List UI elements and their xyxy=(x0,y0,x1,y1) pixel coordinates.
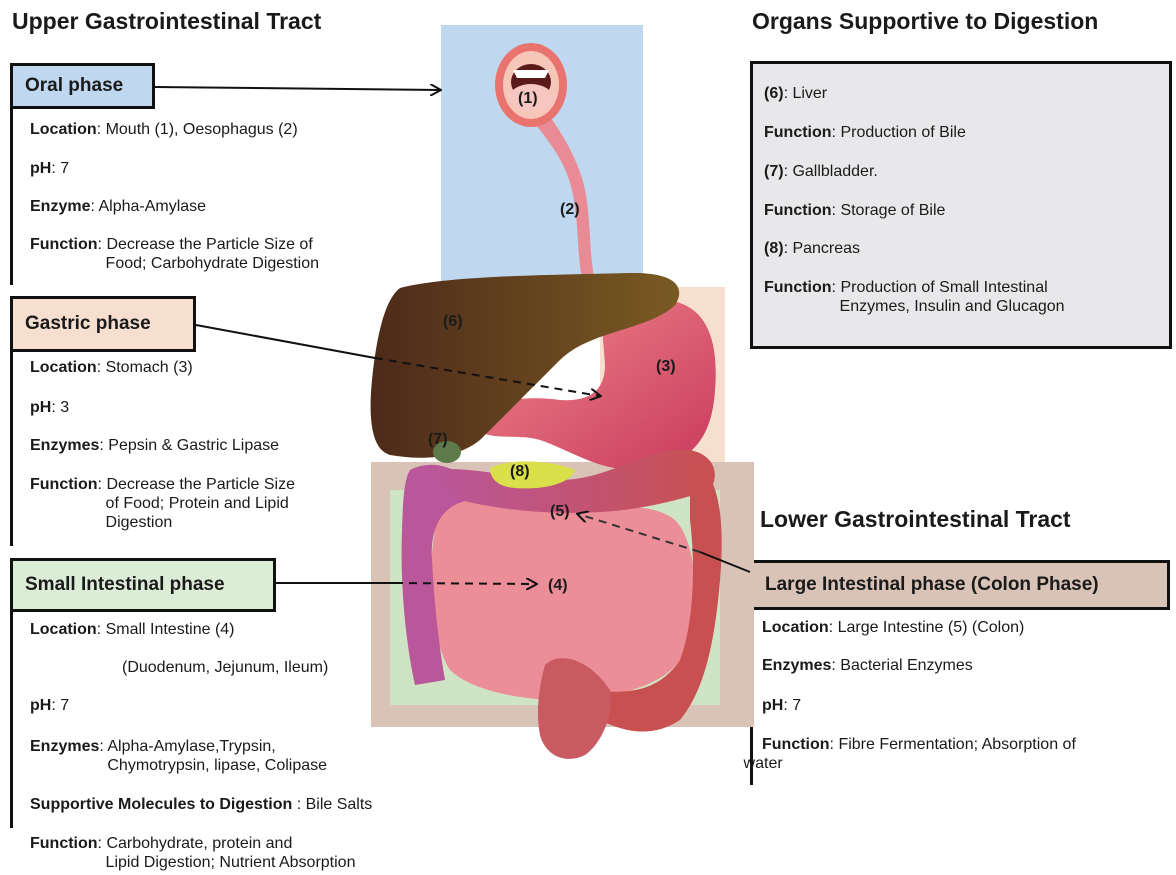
teeth-shape xyxy=(513,70,549,78)
large-intestine-number: (5) xyxy=(550,503,570,520)
liver-number: (6) xyxy=(443,313,463,330)
gallbladder-number: (7) xyxy=(428,431,448,448)
small-intestine-number: (4) xyxy=(548,577,568,594)
gastric-arrow xyxy=(196,325,375,358)
oral-arrow xyxy=(155,87,440,90)
oesophagus-number: (2) xyxy=(560,201,580,218)
small-arrow-dashed xyxy=(395,583,536,584)
pancreas-number: (8) xyxy=(510,463,530,480)
stomach-number: (3) xyxy=(656,358,676,375)
mouth-number: (1) xyxy=(518,90,538,107)
